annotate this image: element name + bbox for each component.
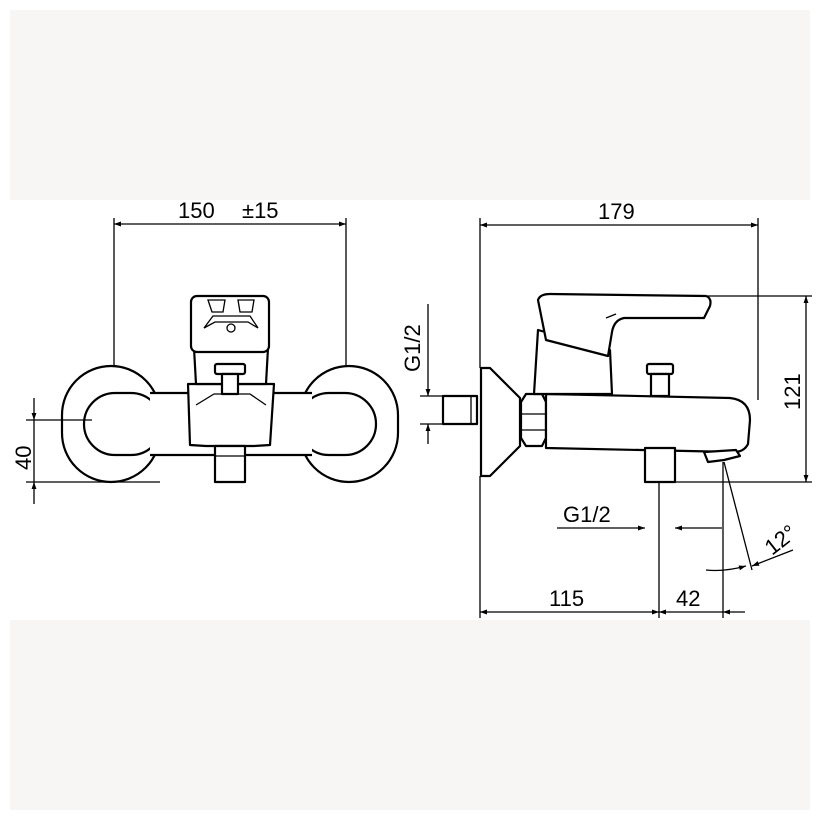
dimension-outlet-thread: G1/2	[557, 502, 722, 531]
hex-nut	[519, 392, 548, 448]
mixer-body-front	[150, 294, 312, 484]
left-connector	[60, 364, 164, 484]
spout-angle-label: 12°	[760, 520, 802, 560]
side-view	[441, 292, 752, 484]
dimension-front-width: 150 ±15	[113, 198, 347, 366]
wall-to-outlet-label: 115	[549, 586, 584, 611]
front-width-label: 150	[178, 198, 215, 223]
lever-handle	[536, 292, 712, 358]
dimension-side-height: 121	[675, 295, 812, 483]
inlet-thread-label: G1/2	[400, 324, 425, 372]
outlet-thread-label: G1/2	[563, 502, 611, 527]
dimension-side-length: 179	[479, 199, 759, 400]
dimension-inlet-thread: G1/2	[400, 304, 446, 444]
top-background-band	[10, 10, 810, 200]
diverter-knob	[645, 362, 675, 376]
spout-body	[544, 392, 752, 454]
dimension-spout-angle: 12°	[705, 461, 802, 572]
dimension-bottom-offsets: 115 42	[479, 462, 745, 618]
front-tolerance-label: ±15	[242, 198, 279, 223]
front-view	[60, 294, 400, 484]
wall-flange	[479, 366, 522, 478]
outlet-offset-label: 42	[676, 586, 700, 611]
side-length-label: 179	[598, 199, 635, 224]
inlet-pipe	[441, 394, 479, 426]
side-height-label: 121	[780, 373, 805, 410]
front-height-label: 40	[11, 446, 36, 470]
right-connector	[296, 364, 400, 484]
bottom-background-band	[10, 620, 810, 810]
dimension-front-height: 40	[11, 398, 160, 504]
spout-nozzle	[702, 448, 742, 464]
bottom-outlet	[643, 446, 677, 484]
